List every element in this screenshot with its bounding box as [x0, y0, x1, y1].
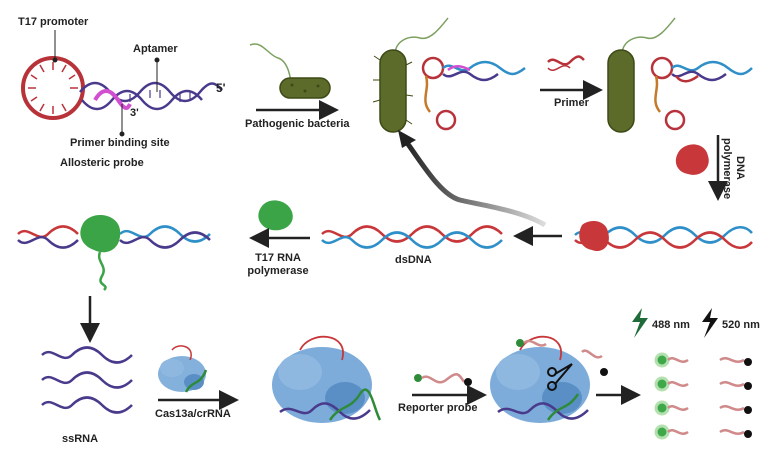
label-t17-promoter: T17 promoter — [18, 16, 89, 28]
dsdna-extension — [574, 220, 753, 252]
label-dna-polymerase-1: DNA — [734, 156, 746, 180]
aptamer-strand-b — [81, 89, 203, 111]
cas13a-target-complex — [272, 335, 382, 423]
fluor-products — [654, 352, 689, 440]
label-five-prime: 5' — [216, 81, 226, 95]
label-dna-polymerase-2: polymerase — [721, 138, 733, 200]
bacterium-primer-annealed — [607, 17, 753, 133]
quencher-products — [719, 357, 752, 438]
cas13a-graphic — [158, 345, 208, 393]
label-aptamer: Aptamer — [133, 43, 178, 55]
t17-polymerase-blob — [258, 200, 293, 231]
label-primer-binding-site: Primer binding site — [70, 137, 170, 149]
label-cas13a: Cas13a/crRNA — [155, 408, 231, 420]
dsdna-graphic — [321, 225, 503, 249]
cas13a-cleavage-complex — [490, 335, 608, 423]
label-pathogenic-bacteria: Pathogenic bacteria — [245, 118, 350, 130]
bacterium-bound-probe — [372, 17, 526, 133]
label-primer: Primer — [554, 97, 589, 109]
aptamer-rungs — [129, 90, 191, 102]
label-t17-rna-2: polymerase — [247, 265, 309, 277]
lightning-520-icon — [702, 308, 718, 338]
label-reporter-probe: Reporter probe — [398, 402, 478, 414]
lightning-488-icon — [632, 308, 648, 338]
label-t17-rna-1: T17 RNA — [255, 252, 301, 264]
reporter-probe-graphic — [414, 373, 472, 386]
allosteric-probe-graphic — [21, 30, 223, 137]
label-488nm: 488 nm — [652, 319, 690, 331]
transcription-complex — [17, 215, 211, 291]
primer-graphic — [547, 55, 585, 71]
label-allosteric-probe: Allosteric probe — [60, 157, 144, 169]
bacterium-small — [249, 43, 331, 99]
primer-binding-segment — [93, 89, 132, 110]
arrow-recycle — [402, 138, 547, 228]
label-ssrna: ssRNA — [62, 433, 99, 445]
label-520nm: 520 nm — [722, 319, 760, 331]
scissors-icon — [547, 363, 573, 391]
promoter-rungs — [28, 62, 78, 114]
ssrna-graphic — [41, 346, 133, 414]
label-three-prime: 3' — [130, 107, 139, 119]
label-dsdna: dsDNA — [395, 254, 432, 266]
dna-polymerase-blob — [675, 144, 709, 175]
